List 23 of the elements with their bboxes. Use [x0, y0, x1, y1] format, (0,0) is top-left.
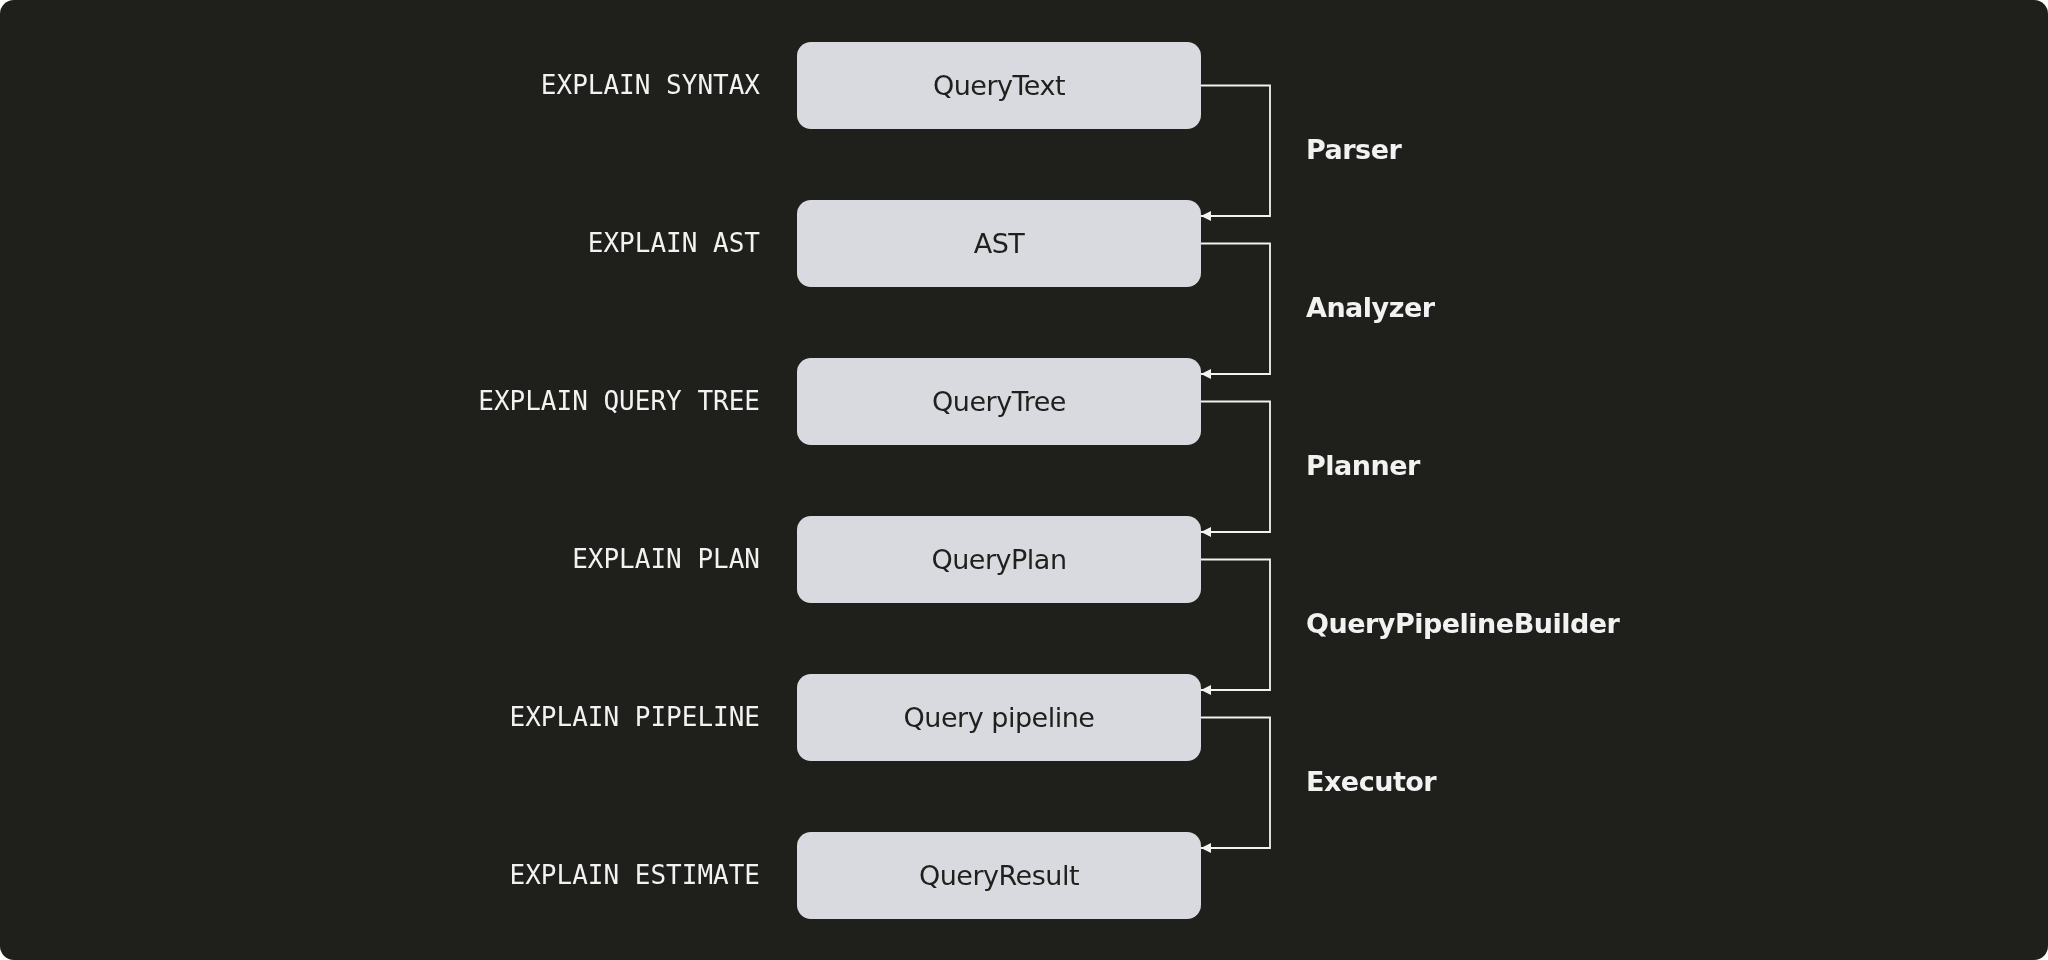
connector-arrow: [1200, 716, 1271, 853]
box-label: QueryPlan: [931, 544, 1067, 575]
process-box: [797, 674, 1201, 761]
process-box: [797, 200, 1201, 287]
process-box: [797, 358, 1201, 445]
connector-arrow: [1200, 558, 1271, 695]
box-label: QueryText: [932, 70, 1066, 101]
command-label: EXPLAIN ESTIMATE: [509, 859, 760, 890]
box-label: QueryResult: [919, 860, 1079, 891]
box-label: Query pipeline: [903, 702, 1095, 733]
process-box: [797, 516, 1201, 603]
command-label: EXPLAIN QUERY TREE: [478, 385, 760, 416]
connector-arrow: [1200, 242, 1271, 379]
box-label: AST: [973, 228, 1025, 259]
command-label: EXPLAIN SYNTAX: [540, 69, 760, 100]
command-label: EXPLAIN PIPELINE: [509, 701, 760, 732]
box-label: QueryTree: [932, 386, 1066, 417]
command-label: EXPLAIN PLAN: [572, 543, 760, 574]
connector-arrow: [1200, 400, 1271, 537]
command-label: EXPLAIN AST: [587, 227, 760, 258]
process-box: [797, 832, 1201, 919]
connector-arrow: [1200, 84, 1271, 221]
process-box: [797, 42, 1201, 129]
